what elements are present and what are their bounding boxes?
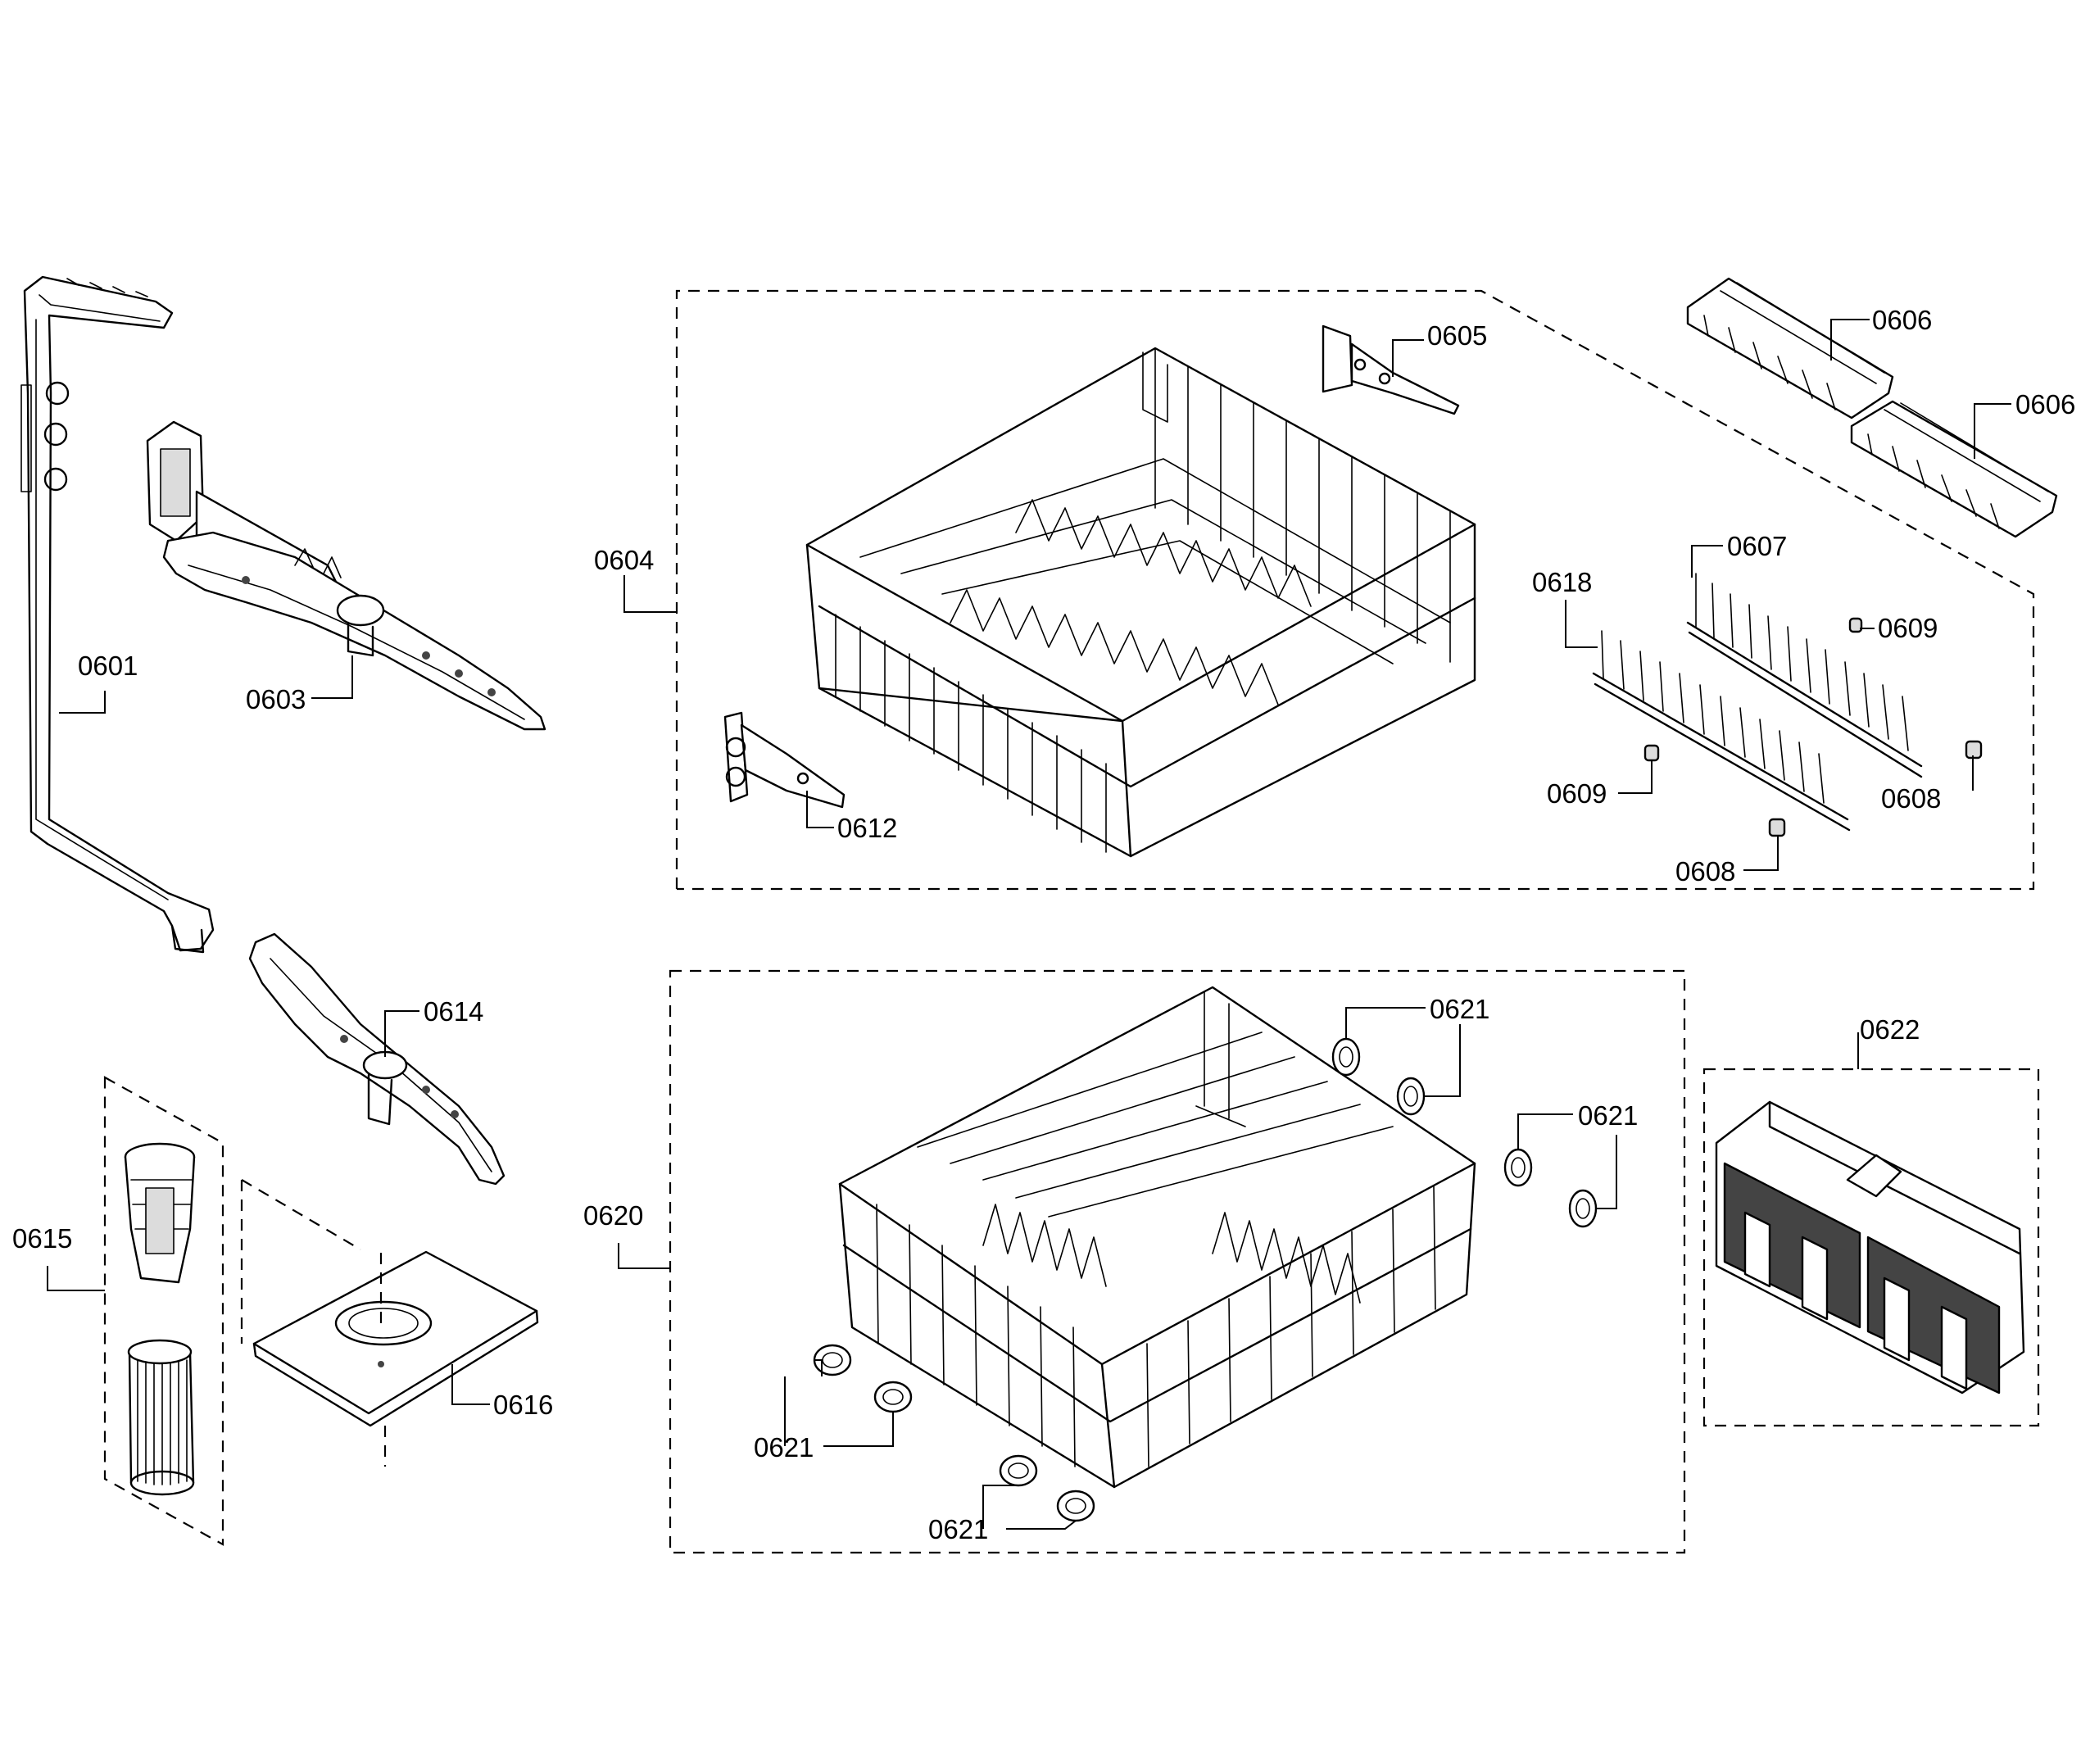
rack-rail-clip-0605 xyxy=(1322,324,1460,415)
rack-rail-clip-0612 xyxy=(723,711,846,809)
label-0609-b: 0609 xyxy=(1547,778,1607,809)
cup-shelf-0606-a xyxy=(1686,277,1894,419)
wheel-lower-4 xyxy=(1056,1490,1095,1522)
label-0607: 0607 xyxy=(1727,531,1787,561)
leader-0621a xyxy=(1345,1007,1461,1097)
label-0618: 0618 xyxy=(1532,567,1592,597)
label-0608-a: 0608 xyxy=(1881,783,1941,814)
tine-row-0618 xyxy=(1592,630,1851,832)
leader-0606a xyxy=(1830,319,1870,361)
group-outlines xyxy=(103,289,2040,1554)
wheel-upper-4 xyxy=(1568,1189,1598,1228)
wheel-upper-3 xyxy=(1503,1148,1533,1187)
cutlery-basket-group-outline xyxy=(1702,1068,2040,1427)
label-0608-b: 0608 xyxy=(1675,856,1735,887)
leader-0609b xyxy=(1618,760,1653,794)
label-0621-d: 0621 xyxy=(928,1514,988,1544)
leader-0601 xyxy=(59,691,106,714)
cutlery-basket-0622 xyxy=(1715,1100,2025,1394)
leader-0615 xyxy=(47,1266,105,1291)
label-0605: 0605 xyxy=(1427,320,1487,351)
leader-0606b xyxy=(1974,403,2011,459)
leader-0605 xyxy=(1392,339,1424,377)
filter-assembly-0615 xyxy=(124,1142,196,1496)
cup-shelf-0606-b xyxy=(1850,400,2058,538)
lower-rack-0620 xyxy=(838,986,1476,1489)
filter-group-outline xyxy=(103,1076,224,1546)
part-labels: 0601 0603 0604 0605 0606 0606 0607 0608 … xyxy=(12,305,2075,1544)
label-0614: 0614 xyxy=(424,996,483,1027)
label-0621-c: 0621 xyxy=(754,1432,814,1462)
clip-0609-upper xyxy=(1848,617,1863,633)
supply-tube-0601 xyxy=(20,275,215,954)
leader-0614 xyxy=(384,1010,419,1057)
label-0615: 0615 xyxy=(12,1223,72,1254)
label-0601: 0601 xyxy=(78,651,138,681)
leader-0607 xyxy=(1691,545,1723,578)
leader-0621d xyxy=(982,1485,1077,1530)
upper-spray-arm-0603 xyxy=(146,420,546,731)
upper-rack-0604 xyxy=(805,347,1476,858)
lower-rack-group-outline xyxy=(669,969,1686,1554)
label-0620: 0620 xyxy=(583,1200,643,1231)
leader-0621c xyxy=(784,1359,894,1447)
leader-0620 xyxy=(618,1243,670,1269)
lower-spray-arm-0614 xyxy=(248,932,506,1186)
leader-0621b xyxy=(1517,1113,1617,1209)
label-0609-a: 0609 xyxy=(1878,613,1938,643)
label-0621-a: 0621 xyxy=(1430,994,1489,1024)
label-0606-a: 0606 xyxy=(1872,305,1932,335)
leader-0604 xyxy=(623,575,677,613)
leader-0618 xyxy=(1565,600,1598,648)
label-0612: 0612 xyxy=(837,813,897,843)
label-0621-b: 0621 xyxy=(1578,1100,1638,1131)
wheel-upper-2 xyxy=(1396,1077,1426,1116)
small-clips xyxy=(1643,617,1983,837)
leader-0616 xyxy=(451,1364,490,1405)
clip-0608-lower xyxy=(1768,818,1786,837)
clip-0609-lower xyxy=(1643,744,1660,762)
wheel-lower-2 xyxy=(873,1381,913,1413)
wheel-upper-1 xyxy=(1331,1037,1361,1077)
leader-0612 xyxy=(806,791,834,828)
upper-rack-group-outline xyxy=(675,289,2035,891)
tine-row-0607 xyxy=(1686,573,1923,778)
label-0616: 0616 xyxy=(493,1390,553,1420)
wheel-lower-3 xyxy=(999,1454,1038,1487)
label-0622: 0622 xyxy=(1860,1014,1920,1045)
leader-0608b xyxy=(1743,836,1779,871)
label-0603: 0603 xyxy=(246,684,306,714)
label-0606-b: 0606 xyxy=(2015,389,2075,419)
filter-plate-0616 xyxy=(240,1179,539,1467)
label-0604: 0604 xyxy=(594,545,654,575)
leader-lines xyxy=(47,319,2011,1530)
rack-wheels-0621 xyxy=(813,1037,1598,1522)
leader-0603 xyxy=(311,655,353,699)
